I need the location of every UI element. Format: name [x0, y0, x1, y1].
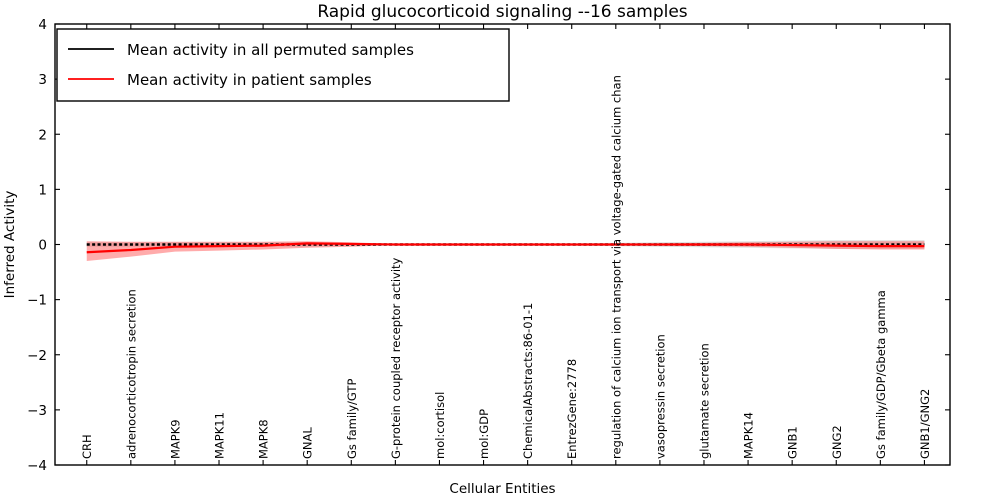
y-tick-label: 4: [38, 17, 47, 33]
x-tick-label: CRH: [80, 434, 94, 459]
x-tick-label: GNAL: [301, 427, 315, 459]
legend-frame: [56, 28, 510, 102]
x-tick-label: MAPK8: [257, 419, 271, 459]
x-tick-label: Gs family/GTP: [345, 379, 359, 459]
x-tick-label: GNB1/GNG2: [918, 389, 932, 459]
legend-label-2: Mean activity in patient samples: [127, 71, 372, 89]
y-tick-label: 2: [38, 127, 47, 143]
series-line-2: [86, 242, 925, 254]
x-tick-label: mol:GDP: [477, 409, 491, 459]
y-tick-label: −4: [27, 458, 47, 474]
x-tick-label: Gs family/GDP/Gbeta gamma: [874, 290, 888, 459]
x-tick-label: MAPK9: [168, 419, 182, 459]
x-tick-label: vasopressin secretion: [653, 334, 667, 459]
x-tick-label: GNB1: [786, 426, 800, 459]
y-tick-label: −2: [27, 348, 47, 364]
chart-legend: Mean activity in all permuted samplesMea…: [56, 28, 510, 102]
x-tick-label: regulation of calcium ion transport via …: [609, 75, 623, 459]
x-tick-label: adrenocorticotropin secretion: [124, 289, 138, 459]
x-tick-label: glutamate secretion: [697, 343, 711, 459]
x-tick-label: G-protein coupled receptor activity: [389, 257, 403, 459]
x-tick-label: GNG2: [830, 425, 844, 459]
confidence-band-2: [86, 241, 925, 262]
y-tick-label: 0: [38, 238, 47, 254]
x-tick-label: MAPK14: [742, 412, 756, 459]
x-tick-label: EntrezGene:2778: [565, 359, 579, 459]
y-axis-title: Inferred Activity: [2, 191, 18, 299]
x-tick-label: mol:cortisol: [433, 392, 447, 459]
x-axis-title: Cellular Entities: [449, 481, 555, 497]
y-tick-label: −1: [27, 293, 47, 309]
chart-title: Rapid glucocorticoid signaling --16 samp…: [317, 2, 687, 22]
x-tick-label: MAPK11: [213, 412, 227, 459]
legend-label-1: Mean activity in all permuted samples: [127, 41, 414, 59]
y-tick-label: 1: [38, 182, 47, 198]
y-tick-label: 3: [38, 72, 47, 88]
y-tick-label: −3: [27, 403, 47, 419]
x-tick-label: ChemicalAbstracts:86-01-1: [521, 303, 535, 459]
